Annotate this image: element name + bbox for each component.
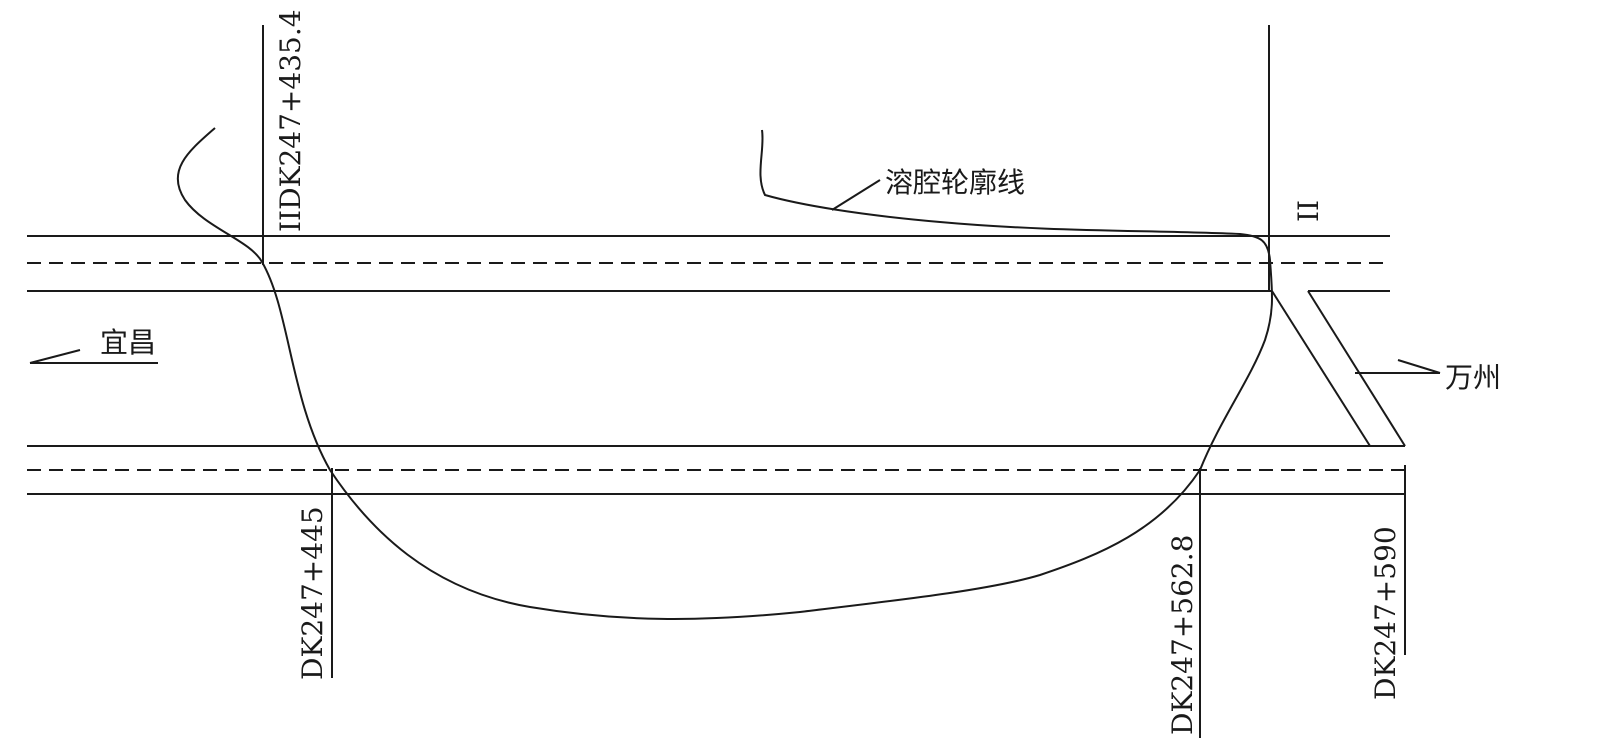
cavity-outline-label: 溶腔轮廓线 <box>885 166 1025 199</box>
cavity-label-leader <box>831 179 881 211</box>
branch-passage-right-wall <box>1307 290 1406 447</box>
station-label-435: IIDK247+435.4 <box>274 9 307 232</box>
cavity-outline-curve <box>176 127 1273 620</box>
station-label-562: DK247+562.8 <box>1166 535 1199 735</box>
branch-passage-left-wall <box>1271 290 1371 447</box>
station-label-445: DK247+445 <box>296 506 329 680</box>
yichang-arrow-head <box>29 349 81 364</box>
station-label-590: DK247+590 <box>1369 526 1402 700</box>
wanzhou-arrow-head <box>1397 359 1441 374</box>
direction-wanzhou-label: 万州 <box>1445 361 1501 394</box>
section-mark-ii: II <box>1292 200 1325 222</box>
direction-yichang-label: 宜昌 <box>100 326 156 359</box>
